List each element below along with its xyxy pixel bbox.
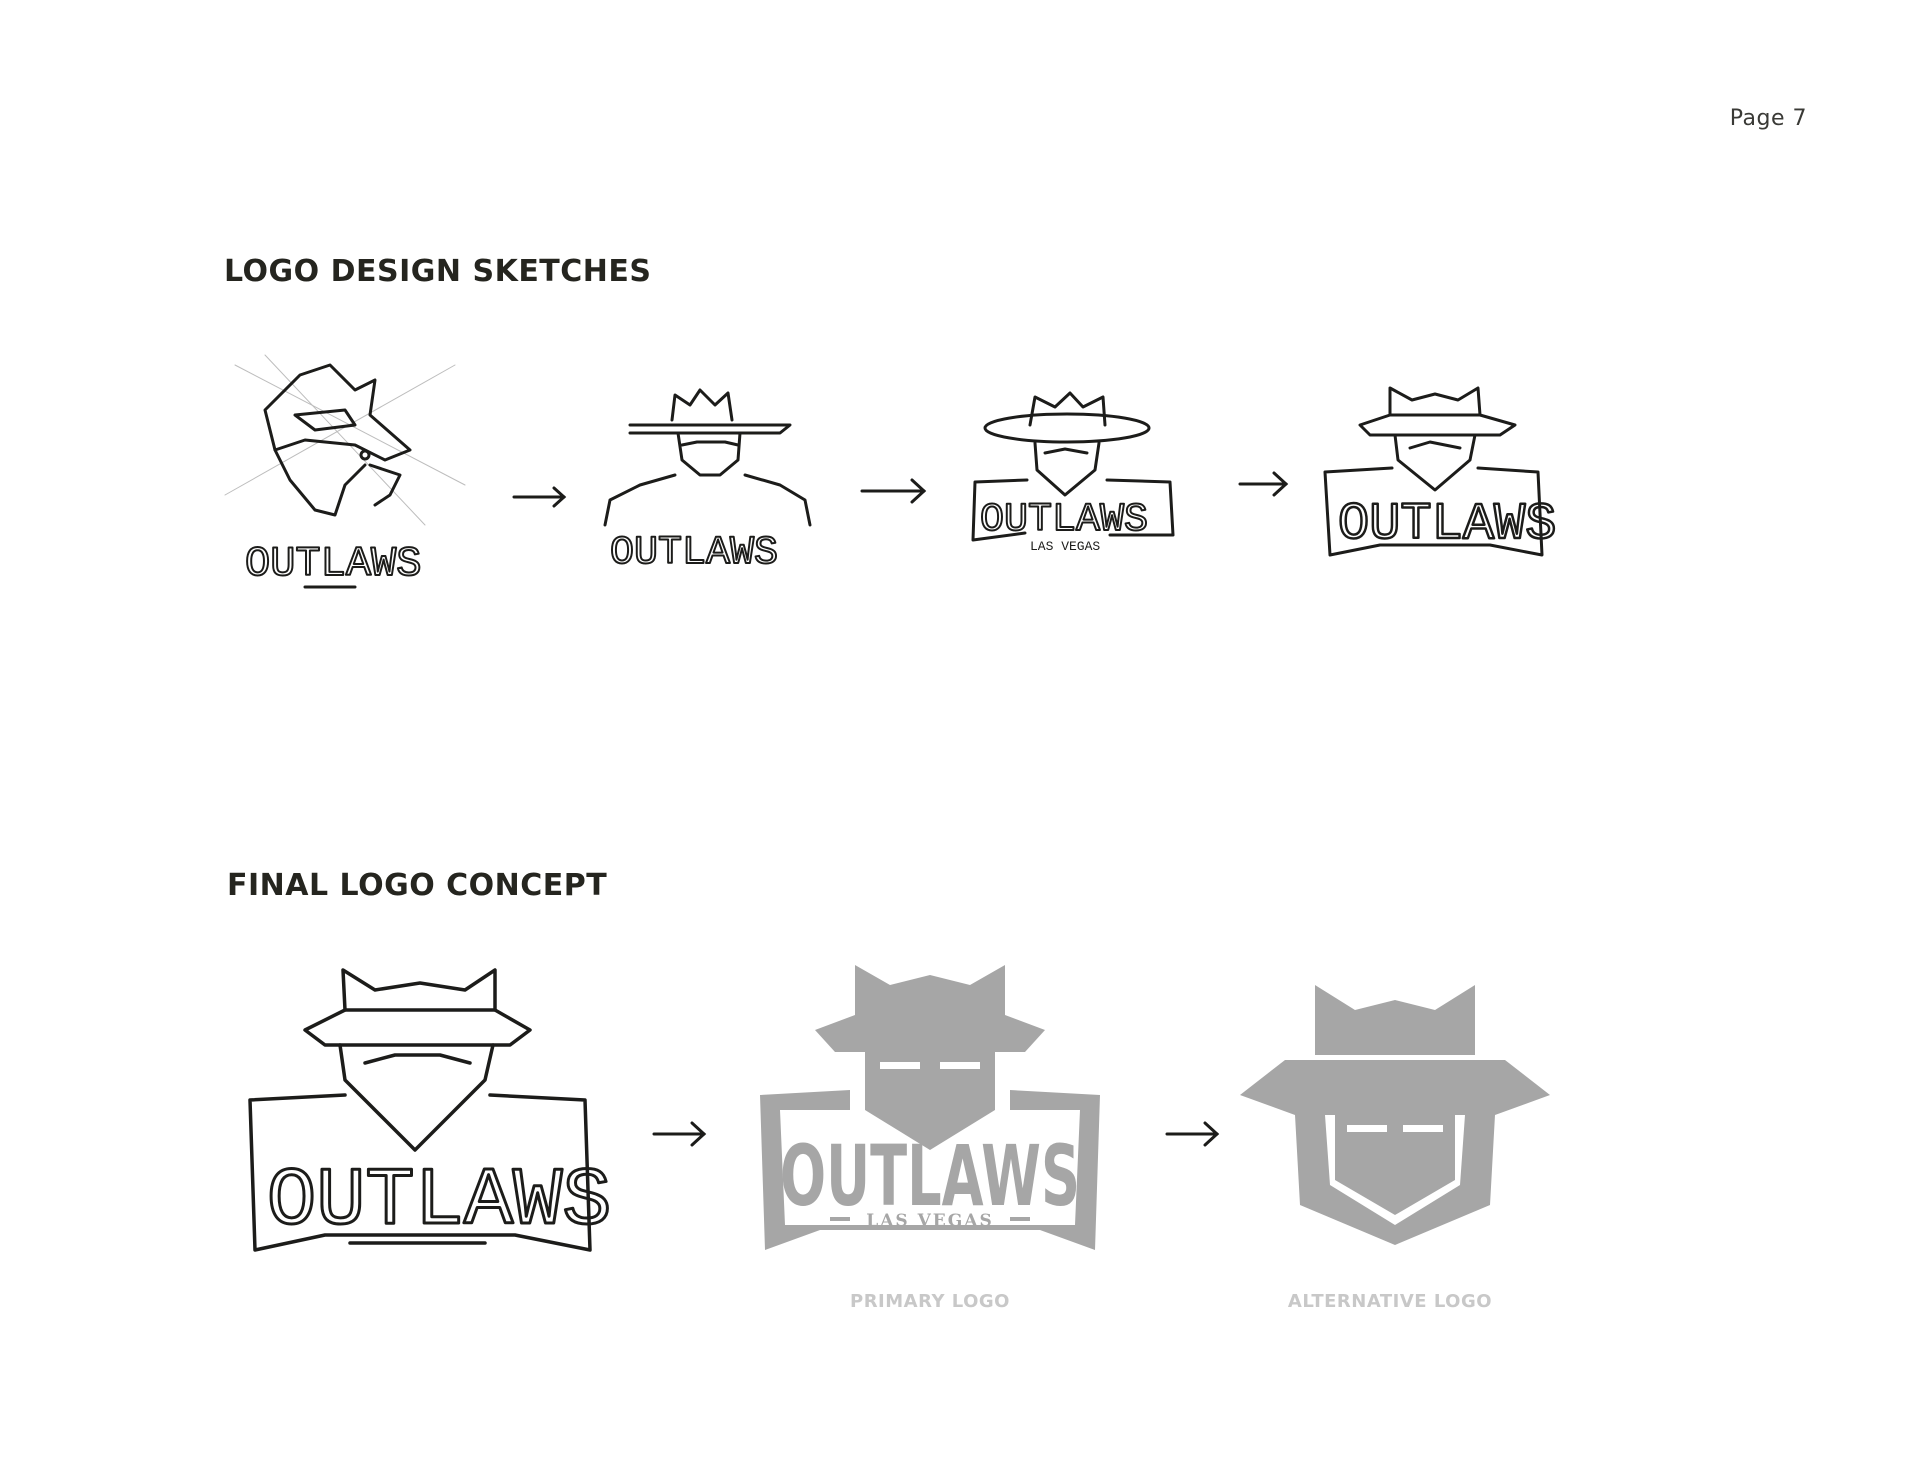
right-arrow-icon (1165, 1121, 1220, 1147)
sketch-3: OUTLAWS LAS VEGAS (965, 385, 1185, 555)
alternative-logo (1235, 975, 1555, 1255)
final-sketch-wordmark: OUTLAWS (267, 1155, 611, 1248)
sketch-2-wordmark: OUTLAWS (610, 531, 778, 576)
final-logo-sketch: OUTLAWS (245, 965, 613, 1255)
alternative-logo-caption: ALTERNATIVE LOGO (1287, 1291, 1493, 1312)
right-arrow-icon (652, 1121, 707, 1147)
page-number: Page 7 (1729, 106, 1807, 131)
primary-logo: OUTLAWS LAS VEGAS (760, 960, 1100, 1260)
primary-logo-caption: PRIMARY LOGO (850, 1291, 1010, 1312)
sketch-3-subtitle: LAS VEGAS (1030, 539, 1100, 554)
sketch-1-wordmark: OUTLAWS (245, 540, 421, 588)
primary-logo-subtitle: LAS VEGAS (866, 1211, 993, 1231)
primary-logo-wordmark: OUTLAWS (780, 1127, 1080, 1225)
sketch-2: OUTLAWS (600, 385, 820, 577)
right-arrow-icon (860, 478, 927, 504)
right-arrow-icon (1238, 471, 1289, 497)
right-arrow-icon (512, 486, 567, 508)
sketch-4-wordmark: OUTLAWS (1338, 495, 1556, 554)
final-logo-concept-heading: FINAL LOGO CONCEPT (227, 868, 608, 903)
sketch-1: OUTLAWS (205, 354, 475, 595)
logo-design-sketches-heading: LOGO DESIGN SKETCHES (224, 254, 652, 289)
sketch-3-wordmark: OUTLAWS (980, 498, 1148, 543)
sketch-4: OUTLAWS (1320, 380, 1558, 560)
